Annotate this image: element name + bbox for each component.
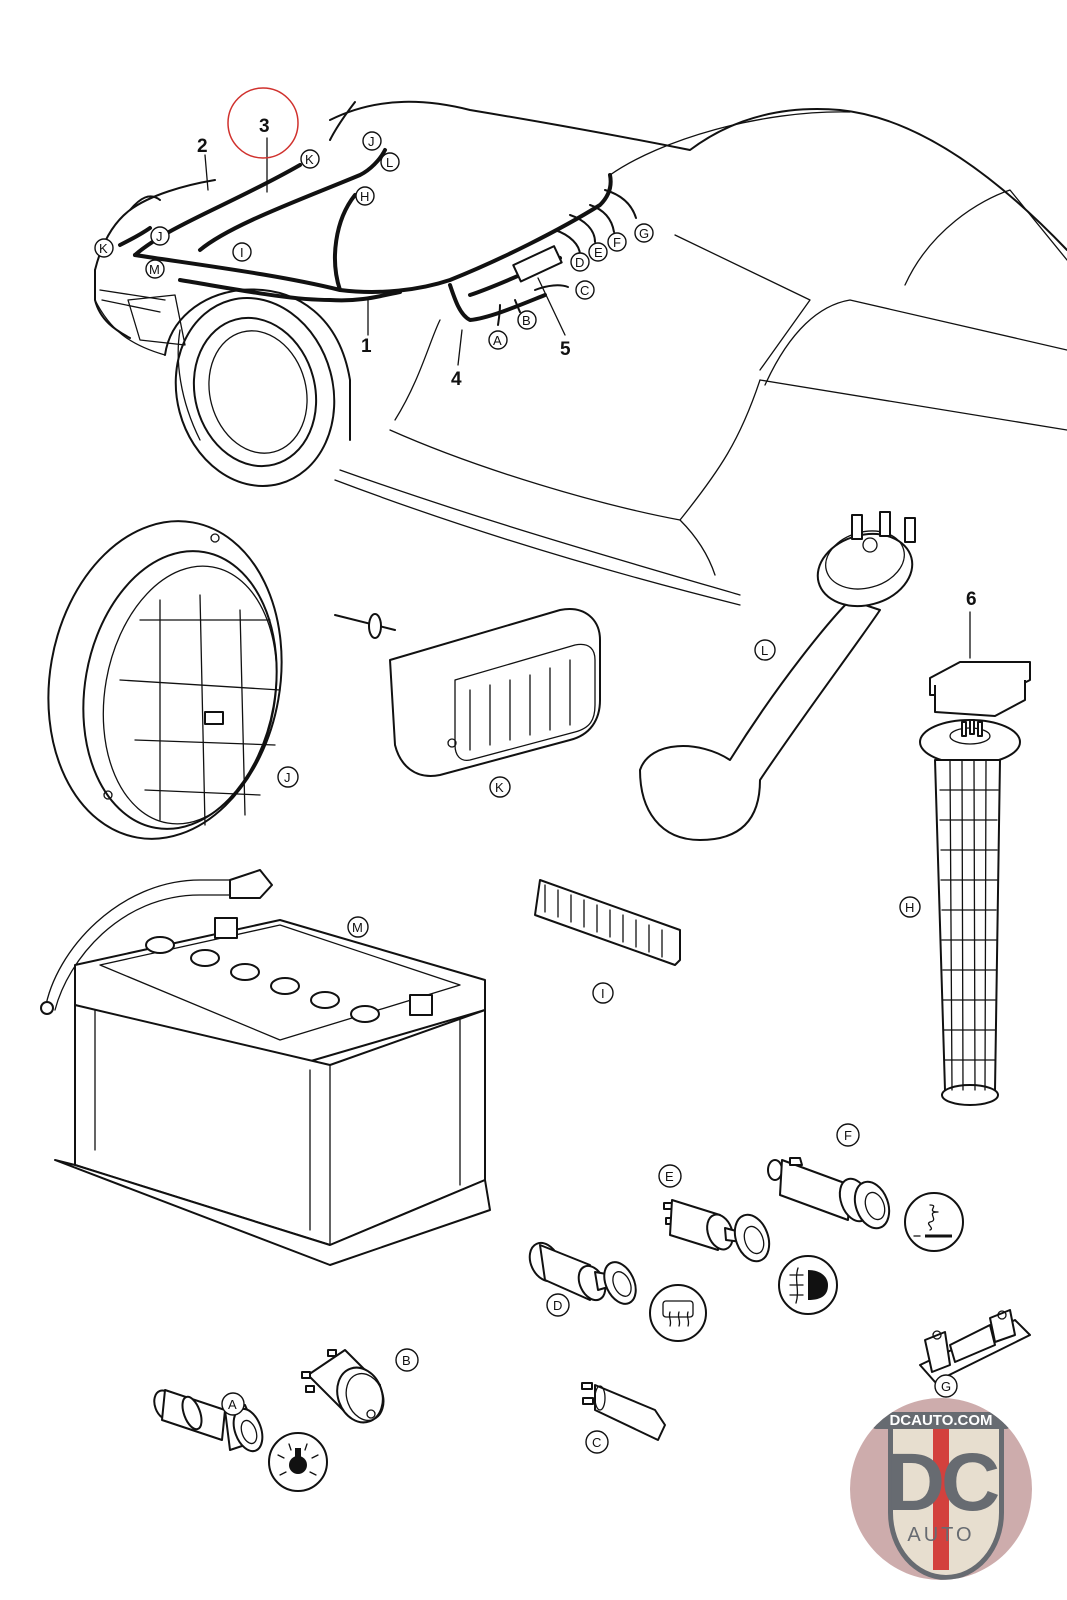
pull-switch-D[interactable] — [524, 1238, 642, 1309]
relay-plate-G[interactable] — [919, 1309, 1031, 1383]
heater-icon — [904, 1192, 964, 1252]
label-F: F — [836, 1123, 860, 1147]
watermark-bottom-text: AUTO — [907, 1524, 975, 1546]
svg-text:E: E — [594, 245, 603, 260]
pull-switch-E[interactable] — [663, 1199, 775, 1266]
svg-text:F: F — [613, 235, 621, 250]
svg-text:B: B — [402, 1353, 411, 1368]
svg-text:G: G — [639, 226, 649, 241]
connector-callouts: K J M I K J L H A B C D E F G — [94, 131, 654, 350]
svg-text:G: G — [941, 1379, 951, 1394]
svg-text:E: E — [665, 1169, 674, 1184]
label-J: J — [277, 766, 299, 788]
callout-H: H — [355, 186, 375, 206]
label-G: G — [934, 1374, 958, 1398]
callout-D: D — [570, 252, 590, 272]
svg-text:C: C — [592, 1435, 601, 1450]
callout-K-right: K — [300, 149, 320, 169]
switch-F[interactable] — [767, 1157, 895, 1233]
callout-A: A — [488, 330, 508, 350]
watermark-top-text: DCAUTO.COM — [872, 1412, 1010, 1429]
part-number-5[interactable]: 5 — [560, 339, 571, 360]
fuel-sender-H[interactable] — [919, 719, 1021, 1106]
horn-L[interactable] — [639, 511, 920, 841]
svg-text:F: F — [844, 1128, 852, 1143]
shield-stripe — [933, 1418, 949, 1570]
svg-text:B: B — [522, 313, 531, 328]
svg-text:I: I — [240, 245, 244, 260]
rear-defrost-icon — [649, 1284, 707, 1342]
part-number-6[interactable]: 6 — [966, 589, 977, 610]
label-K: K — [489, 776, 511, 798]
svg-text:H: H — [360, 189, 369, 204]
highlight-circle — [227, 87, 299, 159]
fog-light-icon — [778, 1255, 838, 1315]
svg-text:L: L — [386, 155, 393, 170]
callout-I: I — [232, 242, 252, 262]
svg-text:K: K — [99, 241, 108, 256]
callout-E: E — [588, 242, 608, 262]
callout-J-left: J — [150, 226, 170, 246]
lamp-icon — [268, 1432, 328, 1492]
label-A: A — [221, 1392, 245, 1416]
part-number-3[interactable]: 3 — [259, 116, 270, 137]
fog-light-K[interactable] — [334, 608, 601, 777]
callout-K-left: K — [94, 238, 114, 258]
wiring-harness — [118, 137, 637, 366]
svg-text:D: D — [553, 1298, 562, 1313]
callout-G: G — [634, 223, 654, 243]
svg-text:J: J — [284, 770, 291, 785]
label-E: E — [658, 1164, 682, 1188]
watermark-badge: DCAUTO.COM DC AUTO — [850, 1398, 1032, 1580]
watermark-logo-text: DC — [885, 1437, 1000, 1528]
label-H: H — [899, 896, 921, 918]
svg-text:M: M — [149, 262, 160, 277]
headlight-J[interactable] — [24, 502, 306, 857]
svg-text:H: H — [905, 900, 914, 915]
label-M: M — [347, 916, 369, 938]
svg-text:C: C — [580, 283, 589, 298]
callout-C: C — [575, 280, 595, 300]
callout-M: M — [145, 259, 165, 279]
svg-text:J: J — [368, 134, 375, 149]
cap-part-6[interactable] — [929, 611, 1031, 717]
svg-text:D: D — [575, 255, 584, 270]
callout-B: B — [517, 310, 537, 330]
pull-switch-A[interactable] — [150, 1387, 267, 1455]
rotary-switch-B[interactable] — [301, 1349, 390, 1429]
part-number-4[interactable]: 4 — [451, 369, 462, 390]
svg-text:A: A — [493, 333, 502, 348]
relay-connector-C[interactable] — [581, 1382, 666, 1441]
svg-text:K: K — [495, 780, 504, 795]
part-number-labels: 2 3 1 4 5 6 — [197, 116, 977, 610]
label-I: I — [592, 982, 614, 1004]
part-number-1[interactable]: 1 — [361, 336, 372, 357]
callout-L: L — [380, 152, 400, 172]
label-B: B — [395, 1348, 419, 1372]
fuse-box-I[interactable] — [534, 879, 681, 966]
callout-J-right: J — [362, 131, 382, 151]
part-number-2[interactable]: 2 — [197, 136, 208, 157]
svg-text:K: K — [305, 152, 314, 167]
svg-text:L: L — [761, 643, 768, 658]
car-body-outline — [94, 100, 1067, 606]
svg-text:I: I — [601, 986, 605, 1001]
label-C: C — [585, 1430, 609, 1454]
label-L: L — [754, 639, 776, 661]
svg-text:M: M — [352, 920, 363, 935]
label-D: D — [546, 1293, 570, 1317]
callout-F: F — [607, 232, 627, 252]
svg-text:A: A — [228, 1397, 237, 1412]
battery-M[interactable] — [40, 869, 491, 1266]
svg-text:J: J — [156, 229, 163, 244]
